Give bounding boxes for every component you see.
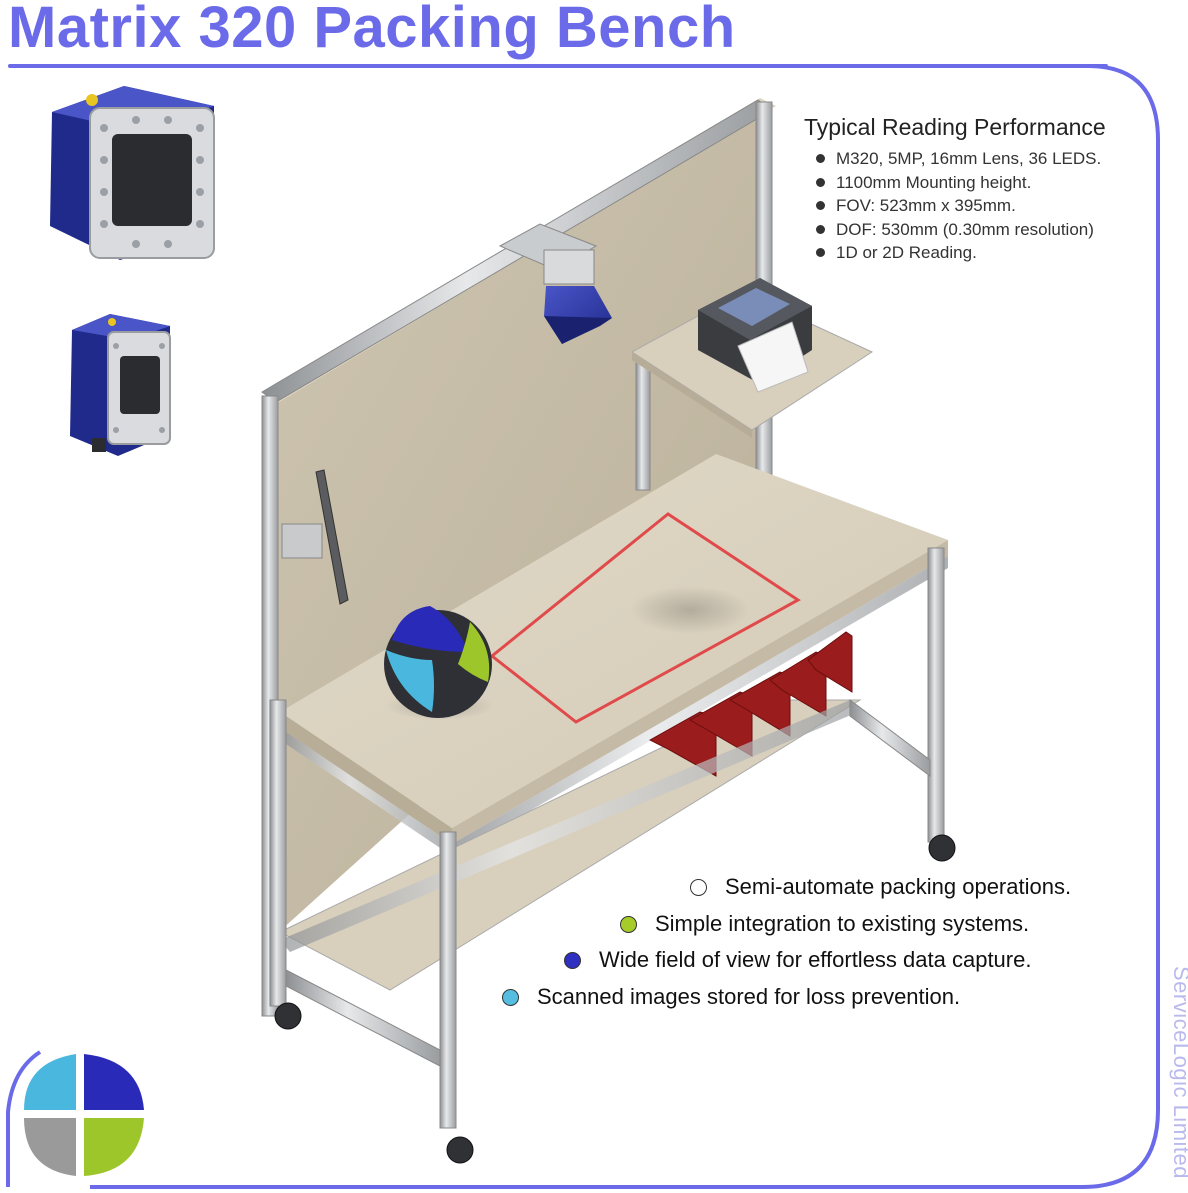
bullet-icon [816, 201, 825, 211]
page-title: Matrix 320 Packing Bench [8, 0, 736, 60]
camera-photo-large [50, 86, 215, 260]
white-dot-icon [690, 878, 707, 896]
green-dot-icon [620, 915, 637, 933]
camera-photo-small [70, 314, 171, 456]
feature-item: Semi-automate packing operations. [690, 874, 1071, 900]
logo-ball [384, 606, 494, 720]
bullet-icon [816, 224, 825, 234]
feature-item: Wide field of view for effortless data c… [564, 947, 1031, 973]
performance-item: FOV: 523mm x 395mm. [816, 194, 1106, 218]
castors [274, 834, 956, 1164]
under-shelf [278, 631, 862, 991]
performance-item: DOF: 530mm (0.30mm resolution) [816, 218, 1106, 242]
red-dividers [648, 631, 853, 777]
monitor [281, 469, 349, 605]
blue-dot-icon [564, 951, 581, 969]
company-name: ServiceLogic Limited [1169, 966, 1188, 1179]
feature-item: Simple integration to existing systems. [620, 911, 1029, 937]
worktop [280, 454, 948, 856]
bullet-icon [816, 248, 825, 258]
overhead-camera [498, 223, 612, 344]
table-legs [269, 547, 945, 1129]
label-printer [698, 278, 812, 393]
bullet-icon [816, 177, 825, 187]
performance-panel: Typical Reading Performance M320, 5MP, 1… [804, 114, 1106, 265]
bullet-icon [816, 154, 825, 164]
performance-heading: Typical Reading Performance [804, 114, 1106, 140]
performance-item: 1100mm Mounting height. [816, 171, 1106, 195]
performance-item: 1D or 2D Reading. [816, 241, 1106, 265]
performance-item: M320, 5MP, 16mm Lens, 36 LEDS. [816, 147, 1106, 171]
company-logo [6, 1050, 144, 1187]
feature-item: Scanned images stored for loss preventio… [502, 984, 960, 1010]
cyan-dot-icon [502, 988, 519, 1006]
